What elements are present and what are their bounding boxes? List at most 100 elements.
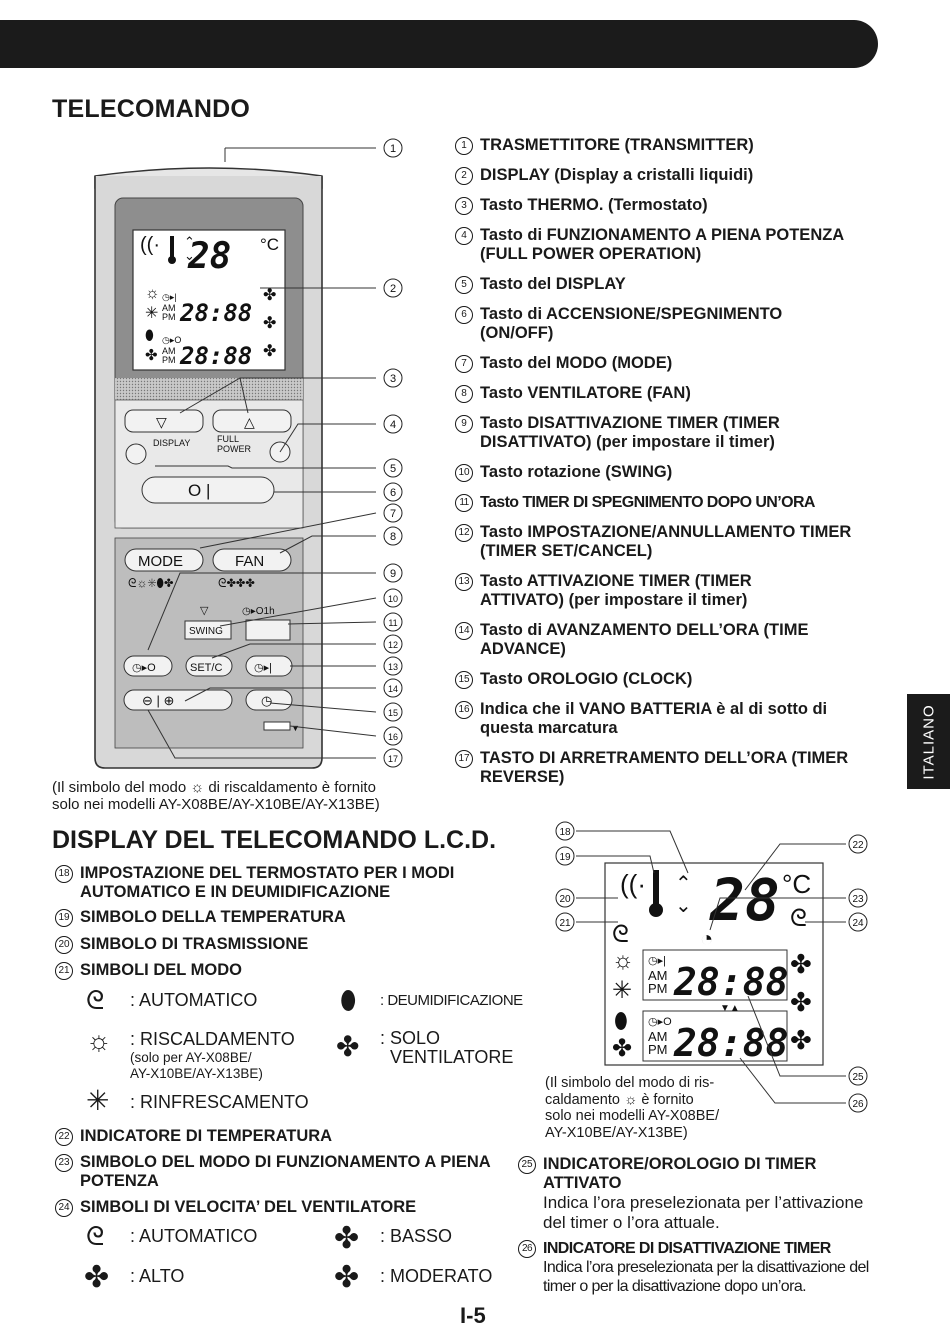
callout-26: 26 [852,1099,864,1110]
lcd-temp-indicator: 28 [709,866,780,934]
remote-lcd-temp: 28 [187,236,231,277]
fan-icon: ✤ [612,1035,632,1062]
legend-text: Indica che il VANO BATTERIA è al di sott… [480,700,828,737]
lcd-am: AM [648,968,668,983]
lcd-text: SIMBOLI DI VELOCITA’ DEL VENTILATORE [80,1198,417,1216]
lcd-temp-unit: °C [782,869,811,899]
display-button[interactable] [125,443,147,465]
remote-lcd-time1: 28:88 [179,299,252,327]
callout-7: 7 [390,508,396,520]
lcd-item-25-body: INDICATORE/OROLOGIO DI TIMER ATTIVATO In… [543,1155,878,1233]
thermometer-icon [653,870,659,906]
lcd-text: IMPOSTAZIONE DEL TERMOSTATO PER I MODI A… [80,864,455,901]
time-minus-plus-icon: ⊖ | ⊕ [142,693,174,708]
language-tab: ITALIANO [907,694,950,789]
snowflake-icon: ✳ [86,1085,110,1116]
timer-off-icon: ◷▸O [162,335,181,345]
legend-text: Tasto del DISPLAY [480,275,626,293]
full-power-label-2: POWER [217,444,252,454]
swing-button-label: SWING [189,626,223,637]
sun-icon: ☼ [612,947,634,974]
sun-icon: ☼ [190,779,205,796]
thermo-down-button[interactable] [124,409,204,433]
swing-icon: ▽ [200,605,209,617]
mode-button-label: MODE [138,553,183,570]
timer-off-button[interactable] [123,655,173,677]
legend-num: 10 [455,464,473,482]
lcd-item-26-body: INDICATORE DI DISATTIVAZIONE TIMER Indic… [543,1239,878,1296]
svg-text:✤: ✤ [263,287,276,304]
mode-fan-group: : SOLO VENTILATORE [380,1029,513,1067]
on-off-button[interactable] [141,476,275,504]
legend-num: 1 [455,137,473,155]
lcd-pm-2: PM [162,355,176,365]
callout-21: 21 [559,918,571,929]
i25-title: INDICATORE/OROLOGIO DI TIMER ATTIVATO [543,1155,817,1192]
auto-mode-icon: ᘓ [86,985,105,1015]
full-power-label: FULL [217,434,239,444]
lcd-text: INDICATORE DI TEMPERATURA [80,1127,333,1145]
clock-button[interactable] [245,689,293,711]
legend-num: 15 [455,671,473,689]
thermo-up-button[interactable] [212,409,292,433]
fan-auto-icon: ᘓ [790,905,807,932]
header-bar [0,20,878,68]
callout-24: 24 [852,918,864,929]
chevron-up-icon: ⌃ [675,873,692,895]
mode-heat-note2: AY-X10BE/AY-X13BE) [130,1066,263,1081]
transmit-icon: ((· [620,869,646,899]
timer-on-icon: ◷▸| [162,292,177,302]
one-hour-timer-button[interactable] [245,619,291,641]
svg-text:✤: ✤ [263,315,276,332]
mode-button[interactable] [124,548,204,572]
set-cancel-button[interactable] [185,655,233,677]
time-adjust-button[interactable] [123,689,233,711]
mode-cool-label: : RINFRESCAMENTO [130,1092,309,1112]
swing-button[interactable] [184,620,232,640]
sun-icon: ☼ [624,1091,638,1108]
sun-icon: ☼ [86,1025,112,1056]
remote-note-l1b: di riscaldamento è fornito [208,779,376,796]
fan-button-label: FAN [235,553,264,570]
lcd-note: (Il simbolo del modo di ris- caldamento … [545,1075,750,1141]
fan-icon: ✤ [145,347,158,364]
mode-symbols-icon: ᘓ☼✳⬮✤ [128,576,174,590]
legend-num: 13 [455,573,473,591]
lcd-section-title: DISPLAY DEL TELECOMANDO L.C.D. [52,826,497,854]
legend-text: Tasto di ACCENSIONE/SPEGNIMENTO (ON/OFF) [480,305,783,342]
legend-num: 2 [455,167,473,185]
legend-num: 6 [455,306,473,324]
snowflake-icon: ✳ [612,977,632,1004]
lcd-text: SIMBOLO DELLA TEMPERATURA [80,908,346,926]
lcd-time-on: 28:88 [673,960,788,1004]
callout-3: 3 [390,373,396,385]
timer-off-button-icon: ◷▸O [132,662,156,674]
callout-14: 14 [388,684,398,694]
legend-text: Tasto DISATTIVAZIONE TIMER (TIMER DISATT… [480,414,780,451]
i26-body: Indica l’ora preselezionata per la disat… [543,1259,869,1295]
fan-button[interactable] [212,548,292,572]
fan-auto-label: : AUTOMATICO [130,1226,258,1246]
legend-text: Tasto IMPOSTAZIONE/ANNULLAMENTO TIMER (T… [480,523,852,560]
lcd-pm-2: PM [648,1042,668,1057]
callout-15: 15 [388,708,398,718]
lcd-diagram: ((· ⌃ ⌄ 28 °C ◔ ᘓ ☼ ✳ ⬮ ✤ ◷▸| AM PM 28:8… [555,821,868,1113]
callout-4: 4 [390,419,396,431]
callout-17: 17 [388,754,398,764]
svg-text:✤: ✤ [263,343,276,360]
mode-heat-group: : RISCALDAMENTO (solo per AY-X08BE/ AY-X… [130,1029,295,1082]
legend-text: Tasto di AVANZAMENTO DELL’ORA (TIME ADVA… [480,621,809,658]
fan-medium-icon: ✤ [334,1261,360,1294]
svg-text:▼: ▼ [291,723,300,733]
callout-23: 23 [852,894,864,905]
drop-icon: ⬮ [614,1008,628,1033]
